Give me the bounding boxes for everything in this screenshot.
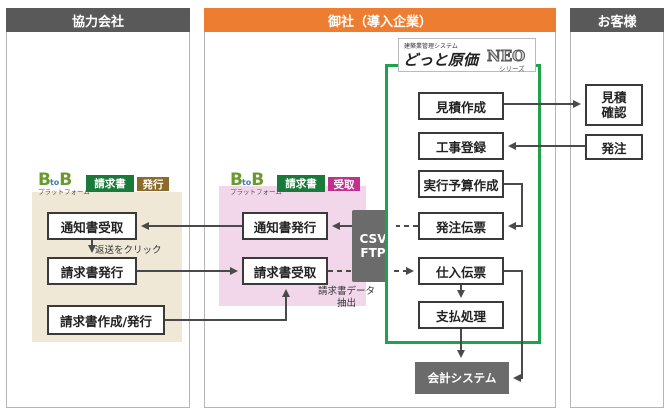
customer-column: お客様 [570, 8, 664, 408]
partner-column-title: 協力会社 [71, 14, 124, 30]
customer-column-header: お客様 [570, 8, 664, 32]
partner-notice-receive-box: 通知書受取 [47, 212, 137, 240]
receiver-receive-tag: 受取 [328, 177, 360, 191]
customer-order-box: 発注 [585, 134, 643, 160]
neo-project-register-box: 工事登録 [418, 132, 504, 160]
company-column-title: 御社（導入企業） [327, 14, 432, 30]
neo-logo-main-title: どっと原価 [403, 51, 479, 69]
receiver-btob-logo: BtoB プラットフォーム [230, 170, 282, 196]
arrow-purchase-to-accounting [504, 270, 523, 382]
company-column-header: 御社（導入企業） [204, 8, 556, 32]
neo-logo-small-title: 建築業管理システム [404, 43, 458, 50]
receiver-extract-note: 請求書データ抽出 [318, 286, 376, 309]
neo-payment-box: 支払処理 [418, 301, 504, 329]
receiver-notice-issue-box: 通知書発行 [242, 212, 328, 240]
partner-return-note: 返送をクリック [95, 245, 162, 256]
partner-invoice-tag: 請求書 [86, 175, 134, 192]
neo-budget-box: 実行予算作成 [418, 170, 504, 198]
partner-issue-tag: 発行 [137, 177, 169, 191]
receiver-invoice-receive-box: 請求書受取 [242, 257, 328, 285]
arrow-budget-to-order-slip [504, 183, 523, 230]
partner-invoice-issue-box: 請求書発行 [47, 257, 137, 285]
partner-btob-logo: BtoB プラットフォーム [38, 170, 90, 196]
neo-estimate-box: 見積作成 [418, 92, 504, 120]
receiver-platform-region [219, 186, 366, 306]
neo-logo: 建築業管理システム どっと原価 NEO シリーズ [398, 38, 536, 73]
partner-column-header: 協力会社 [6, 8, 190, 32]
partner-invoice-create-box: 請求書作成/発行 [47, 305, 165, 335]
customer-column-title: お客様 [597, 14, 637, 30]
customer-estimate-confirm-box: 見積確認 [585, 84, 643, 126]
neo-purchase-slip-box: 仕入伝票 [418, 257, 504, 285]
arrow-create-to-receive [165, 289, 290, 321]
accounting-system-box: 会計システム [415, 362, 509, 394]
receiver-invoice-tag: 請求書 [277, 175, 325, 192]
neo-order-slip-box: 発注伝票 [418, 212, 504, 240]
neo-logo-series: シリーズ [499, 65, 525, 73]
neo-logo-neo-text: NEO [486, 47, 526, 66]
